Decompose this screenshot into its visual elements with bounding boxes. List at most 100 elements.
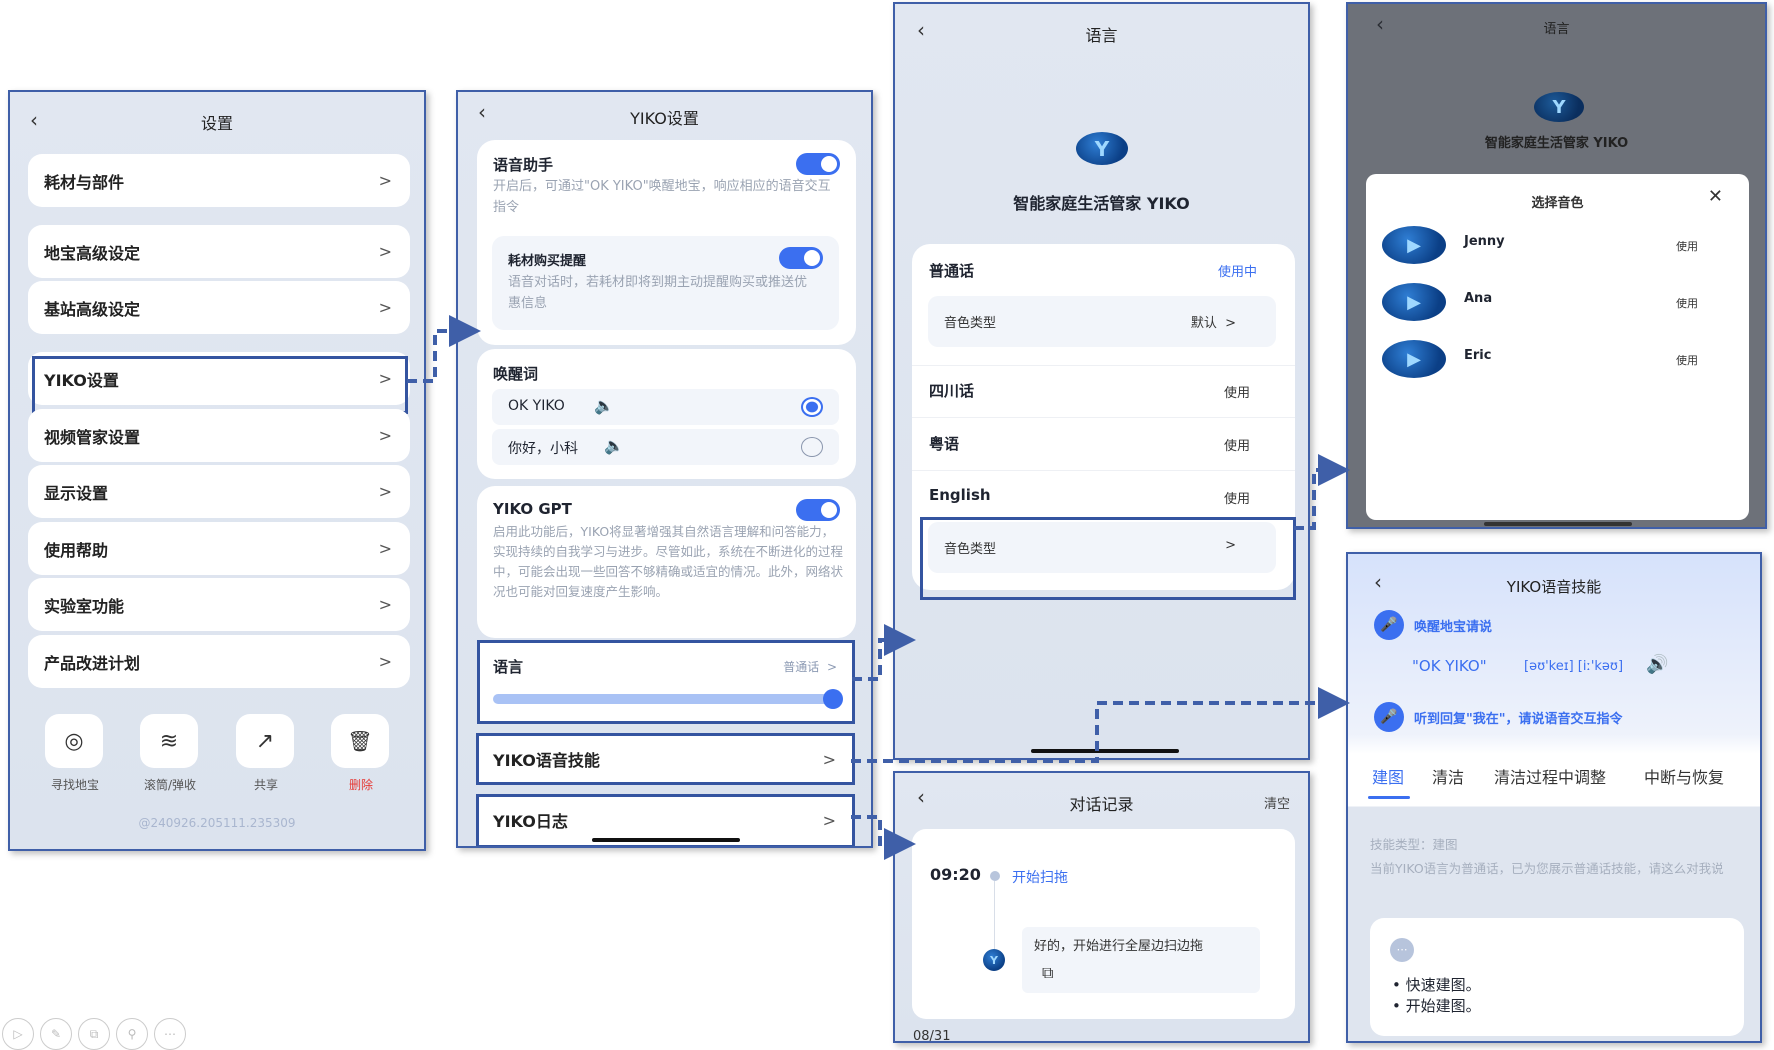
speaker-icon[interactable]: 🔈: [594, 396, 614, 415]
wake-word-option-nihao[interactable]: 你好，小科 🔈: [492, 429, 839, 465]
item-label: 视频管家设置: [44, 427, 141, 447]
settings-item-display[interactable]: 显示设置>: [28, 465, 410, 518]
wake-word-label: 唤醒词: [493, 365, 539, 383]
chevron-right-icon: >: [1225, 538, 1236, 553]
pen-icon[interactable]: ✎: [40, 1018, 72, 1050]
language-name: 四川话: [929, 382, 975, 400]
voice-type-row[interactable]: 音色类型 默认 >: [928, 296, 1276, 347]
gpt-toggle[interactable]: [796, 499, 840, 521]
roller-button[interactable]: ≋ 滚筒/弹收: [140, 714, 200, 793]
back-icon[interactable]: ‹: [478, 100, 486, 124]
action-label: 滚筒/弹收: [143, 778, 197, 792]
use-button[interactable]: 使用: [1676, 354, 1698, 367]
use-button[interactable]: 使用: [1676, 297, 1698, 310]
chevron-right-icon: >: [378, 539, 392, 558]
reply-hint: 听到回复"我在"，请说语音交互指令: [1414, 712, 1623, 727]
chevron-right-icon: >: [822, 749, 836, 769]
version-text: @240926.205111.235309: [138, 816, 296, 830]
action-label: 删除: [348, 778, 373, 792]
settings-item-yiko[interactable]: YIKO设置>: [28, 352, 410, 405]
action-label: 共享: [253, 778, 278, 792]
tab-cleaning[interactable]: 清洁: [1432, 768, 1465, 787]
share-button[interactable]: ↗ 共享: [236, 714, 296, 793]
mic-icon: 🎤: [1374, 610, 1404, 640]
chevron-right-icon: >: [378, 242, 392, 261]
voice-avatar-play-icon[interactable]: ▶: [1382, 340, 1446, 378]
settings-item-lab[interactable]: 实验室功能>: [28, 578, 410, 631]
timeline-line: [994, 881, 995, 949]
voice-skills-screen: ‹ YIKO语音技能 🎤 唤醒地宝请说 "OK YIKO" [əʊ'keɪ] […: [1346, 552, 1762, 1043]
consumable-reminder-subcard: 耗材购买提醒 语音对话时，若耗材即将到期主动提醒购买或推送优惠信息: [492, 236, 839, 330]
slider-handle[interactable]: [823, 689, 843, 709]
example-text: 快速建图。: [1405, 976, 1481, 994]
settings-item-station-advanced[interactable]: 基站高级设定>: [28, 281, 410, 334]
divider: [912, 470, 1295, 471]
dialog-card: 09:20 开始扫拖 Y 好的，开始进行全屋边扫边拖 ⧉: [912, 829, 1295, 1019]
settings-item-robot-advanced[interactable]: 地宝高级设定>: [28, 225, 410, 278]
use-button[interactable]: 使用: [1223, 386, 1250, 401]
tab-interrupt-resume[interactable]: 中断与恢复: [1644, 768, 1725, 787]
yiko-avatar-icon: Y: [983, 949, 1005, 971]
voice-item-eric[interactable]: ▶ Eric 使用: [1382, 340, 1732, 382]
voice-default: 默认: [1190, 316, 1217, 331]
find-robot-button[interactable]: ◎ 寻找地宝: [45, 714, 105, 793]
yiko-log-row[interactable]: YIKO日志>: [477, 794, 854, 846]
language-current: 普通话: [783, 660, 820, 674]
back-icon[interactable]: ‹: [30, 108, 38, 132]
back-icon[interactable]: ‹: [1376, 12, 1384, 36]
more-icon[interactable]: ⋯: [154, 1018, 186, 1050]
page-title: 语言: [1085, 26, 1118, 45]
play-icon[interactable]: ▷: [2, 1018, 34, 1050]
settings-screen: ‹ 设置 耗材与部件> 地宝高级设定> 基站高级设定> YIKO设置> 视频管家…: [8, 90, 426, 851]
divider: [912, 417, 1295, 418]
voice-item-jenny[interactable]: ▶ Jenny 使用: [1382, 226, 1732, 268]
language-slider[interactable]: [493, 689, 843, 709]
close-icon[interactable]: ✕: [1707, 186, 1723, 207]
voice-avatar-play-icon[interactable]: ▶: [1382, 226, 1446, 264]
brand-title: 智能家庭生活管家 YIKO: [1013, 194, 1190, 213]
voice-avatar-play-icon[interactable]: ▶: [1382, 283, 1446, 321]
item-label: YIKO语音技能: [493, 751, 600, 770]
use-button[interactable]: 使用: [1223, 492, 1250, 507]
copy-icon[interactable]: ⧉: [1042, 963, 1054, 982]
language-value: 普通话 >: [783, 658, 837, 675]
back-icon[interactable]: ‹: [917, 785, 925, 809]
tab-mapping[interactable]: 建图: [1372, 768, 1405, 787]
use-button[interactable]: 使用: [1676, 240, 1698, 253]
language-row[interactable]: 语言 普通话 >: [477, 640, 855, 724]
settings-item-consumables[interactable]: 耗材与部件>: [28, 154, 410, 207]
back-icon[interactable]: ‹: [1374, 570, 1382, 594]
speaker-icon[interactable]: 🔊: [1646, 654, 1669, 675]
back-icon[interactable]: ‹: [917, 18, 925, 42]
divider: [912, 365, 1295, 366]
voice-assistant-toggle[interactable]: [796, 153, 840, 175]
voice-type-row-english[interactable]: 音色类型 >: [928, 522, 1276, 573]
settings-item-improvement[interactable]: 产品改进计划>: [28, 635, 410, 688]
yiko-settings-screen: ‹ YIKO设置 语音助手 开启后，可通过"OK YIKO"唤醒地宝，响应相应的…: [456, 90, 873, 848]
radio-selected[interactable]: [801, 397, 823, 417]
tab-adjust-during-cleaning[interactable]: 清洁过程中调整: [1494, 768, 1607, 787]
use-button[interactable]: 使用: [1223, 439, 1250, 454]
language-name: 普通话: [929, 262, 975, 280]
voice-select-screen: ‹ 语言 Y 智能家庭生活管家 YIKO 选择音色 ✕ ▶ Jenny 使用 ▶…: [1346, 2, 1767, 529]
voice-skills-row[interactable]: YIKO语音技能 >: [477, 733, 854, 785]
language-status-active[interactable]: 使用中: [1217, 265, 1257, 280]
settings-item-help[interactable]: 使用帮助>: [28, 522, 410, 575]
speaker-icon[interactable]: 🔈: [604, 436, 624, 455]
voice-item-ana[interactable]: ▶ Ana 使用: [1382, 283, 1732, 325]
home-indicator: [1484, 522, 1632, 526]
radio-unselected[interactable]: [801, 437, 823, 457]
clear-button[interactable]: 清空: [1263, 797, 1290, 812]
zoom-icon[interactable]: ⚲: [116, 1018, 148, 1050]
chevron-right-icon: >: [822, 810, 836, 830]
delete-button[interactable]: 🗑 删除: [331, 714, 391, 793]
settings-item-video[interactable]: 视频管家设置>: [28, 409, 410, 462]
chevron-right-icon: >: [378, 595, 392, 614]
slides-icon[interactable]: ⧉: [78, 1018, 110, 1050]
voice-assistant-desc: 开启后，可通过"OK YIKO"唤醒地宝，响应相应的语音交互指令: [493, 179, 831, 215]
chevron-right-icon: >: [378, 482, 392, 501]
consumable-reminder-toggle[interactable]: [779, 247, 823, 269]
connector-log: [851, 815, 916, 860]
wake-word-option-ok-yiko[interactable]: OK YIKO 🔈: [492, 389, 839, 425]
page-title: 语言: [1543, 22, 1570, 37]
